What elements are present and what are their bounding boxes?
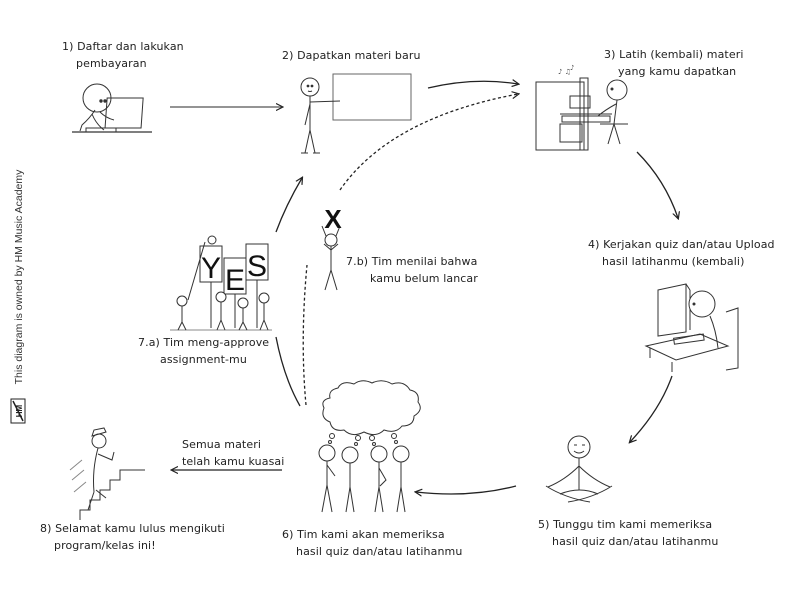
- illustration-person-pointing-at-board: [300, 73, 412, 154]
- arrow-4-to-5: [630, 375, 673, 442]
- step-7b-label: 7.b) Tim menilai bahwa kamu belum lancar: [346, 253, 478, 287]
- step-2-label: 2) Dapatkan materi baru: [282, 47, 421, 64]
- arrow-7b-to-3-dashed: [339, 94, 518, 191]
- team-member-2: [341, 446, 359, 513]
- step-4-label: 4) Kerjakan quiz dan/atau Upload hasil l…: [588, 236, 775, 270]
- illustration-person-at-computer: [644, 283, 739, 372]
- step-5-line2: hasil quiz dan/atau latihanmu: [552, 535, 719, 548]
- step-4-line2: hasil latihanmu (kembali): [602, 255, 745, 268]
- step-1-label: 1) Daftar dan lakukan pembayaran: [62, 38, 184, 72]
- thought-cloud: [322, 380, 421, 436]
- step-8-line2: program/kelas ini!: [54, 539, 156, 552]
- step-6-label: 6) Tim kami akan memeriksa hasil quiz da…: [282, 526, 462, 560]
- edge-label-mastered: Semua materi telah kamu kuasai: [182, 436, 284, 470]
- step-6-line2: hasil quiz dan/atau latihanmu: [296, 545, 463, 558]
- step-1-line2: pembayaran: [76, 57, 147, 70]
- arrow-5-to-6: [416, 485, 517, 494]
- illustration-person-at-laptop: [72, 83, 152, 133]
- stairs: [79, 469, 145, 520]
- ownership-watermark: This diagram is owned by HM Music Academ…: [13, 169, 25, 385]
- arrow-6-to-7b-dashed: [302, 264, 308, 406]
- illustration-person-playing-piano: ♪ ♫ ♪: [535, 64, 628, 151]
- edge-label-mastered-line2: telah kamu kuasai: [182, 455, 285, 468]
- step-3-line2: yang kamu dapatkan: [618, 65, 737, 78]
- sign-letter-s: S: [247, 250, 267, 283]
- step-7a-line2: assignment-mu: [160, 353, 247, 366]
- arrow-6-to-7a: [275, 336, 301, 407]
- step-7a-label: 7.a) Tim meng-approve assignment-mu: [138, 334, 269, 368]
- arrow-7a-to-2: [275, 178, 302, 233]
- illustration-team-thinking: [318, 380, 421, 513]
- illustration-person-meditating: [545, 435, 613, 503]
- team-member-4: [392, 445, 410, 513]
- edge-label-mastered-line1: Semua materi: [182, 438, 261, 451]
- step-2-line1: 2) Dapatkan materi baru: [282, 49, 421, 62]
- step-1-line1: 1) Daftar dan lakukan: [62, 40, 184, 53]
- step-8-label: 8) Selamat kamu lulus mengikuti program/…: [40, 520, 225, 554]
- step-3-label: 3) Latih (kembali) materi yang kamu dapa…: [604, 46, 743, 80]
- team-member-3: [370, 445, 388, 513]
- step-7b-line1: 7.b) Tim menilai bahwa: [346, 255, 478, 268]
- illustration-person-climbing-stairs: [69, 427, 145, 520]
- arrows: [170, 81, 678, 494]
- step-3-line1: 3) Latih (kembali) materi: [604, 48, 744, 61]
- sign-letter-e: E: [225, 264, 245, 297]
- step-7a-line1: 7.a) Tim meng-approve: [138, 336, 270, 349]
- step-4-line1: 4) Kerjakan quiz dan/atau Upload: [588, 238, 775, 251]
- step-8-line1: 8) Selamat kamu lulus mengikuti: [40, 522, 225, 535]
- step-5-line1: 5) Tunggu tim kami memeriksa: [538, 518, 713, 531]
- svg-text:♪: ♪: [570, 64, 574, 72]
- team-member-1: [318, 444, 336, 513]
- hm-academy-logo-icon: HM: [10, 398, 26, 424]
- illustration-team-holding-yes-signs: [170, 235, 272, 331]
- arrow-2-to-3: [427, 81, 518, 89]
- svg-text:HM: HM: [15, 404, 24, 417]
- step-6-line1: 6) Tim kami akan memeriksa: [282, 528, 445, 541]
- illustration-person-holding-x-sign: [321, 225, 341, 291]
- step-7b-line2: kamu belum lancar: [370, 272, 478, 285]
- arrow-3-to-4: [636, 151, 678, 218]
- x-sign-letter: X: [324, 204, 342, 234]
- step-5-label: 5) Tunggu tim kami memeriksa hasil quiz …: [538, 516, 718, 550]
- svg-text:♪ ♫: ♪ ♫: [558, 68, 571, 76]
- sign-letter-y: Y: [201, 252, 221, 285]
